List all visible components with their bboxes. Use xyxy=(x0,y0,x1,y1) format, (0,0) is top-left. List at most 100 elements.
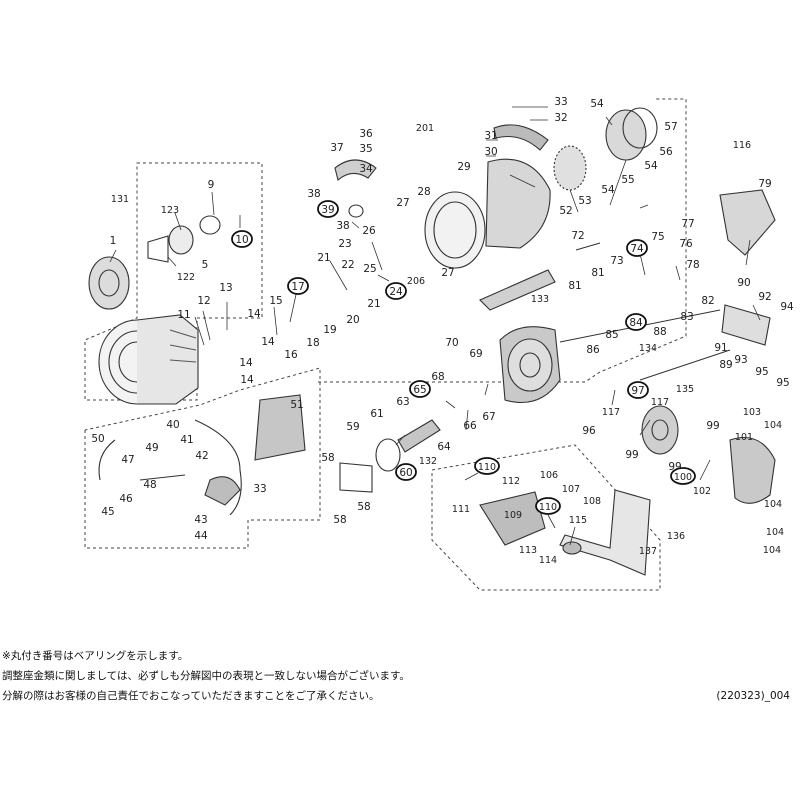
callout-number: 83 xyxy=(680,311,693,323)
callout-number: 51 xyxy=(290,399,303,411)
part-callout-77: 77 xyxy=(681,218,694,230)
bearing-ring xyxy=(231,230,253,248)
part-callout-14: 14 xyxy=(247,308,261,320)
callout-number: 27 xyxy=(396,197,409,209)
callout-number: 59 xyxy=(346,421,359,433)
part-callout-113: 113 xyxy=(519,545,537,556)
callout-number: 95 xyxy=(755,366,768,378)
part-callout-76: 76 xyxy=(679,238,693,250)
part-callout-95: 95 xyxy=(755,366,768,378)
part-callout-41: 41 xyxy=(180,434,193,446)
part-callout-122: 122 xyxy=(177,272,195,283)
part-callout-132: 132 xyxy=(419,456,437,467)
callout-number: 77 xyxy=(681,218,694,230)
callout-number: 85 xyxy=(605,329,618,341)
callout-number: 103 xyxy=(743,407,761,418)
part-callout-117: 117 xyxy=(651,397,669,408)
bearing-ring xyxy=(287,277,309,295)
callout-number: 54 xyxy=(644,160,658,172)
callout-number: 78 xyxy=(686,259,699,271)
callout-number: 35 xyxy=(359,143,372,155)
part-callout-9: 9 xyxy=(208,179,215,191)
handle-assembly-frame xyxy=(431,444,661,591)
part-callout-27: 27 xyxy=(396,197,409,209)
callout-number: 134 xyxy=(639,343,657,354)
part-callout-23: 23 xyxy=(338,238,351,250)
part-callout-92: 92 xyxy=(758,291,771,303)
part-callout-112: 112 xyxy=(502,476,520,487)
callout-number: 73 xyxy=(610,255,623,267)
callout-number: 38 xyxy=(307,188,320,200)
callout-number: 70 xyxy=(445,337,458,349)
part-callout-91: 91 xyxy=(714,342,727,354)
part-callout-54: 54 xyxy=(590,98,604,110)
part-callout-21: 21 xyxy=(317,252,330,264)
bearing-callout-60: 60 xyxy=(395,463,417,481)
callout-number: 117 xyxy=(651,397,669,408)
callout-number: 53 xyxy=(578,195,591,207)
part-callout-106: 106 xyxy=(540,470,558,481)
shim-note: 調整座金類に関しましては、必ずしも分解図中の表現と一致しない場合がございます。 xyxy=(2,670,410,682)
callout-number: 131 xyxy=(111,194,129,205)
part-callout-79: 79 xyxy=(758,178,771,190)
part-callout-83: 83 xyxy=(680,311,693,323)
callout-number: 104 xyxy=(764,420,782,431)
part-callout-111: 111 xyxy=(452,504,470,515)
bearing-ring xyxy=(626,239,648,257)
part-callout-99: 99 xyxy=(625,449,638,461)
callout-number: 49 xyxy=(145,442,158,454)
part-callout-64: 64 xyxy=(437,441,451,453)
bearing-callout-97: 97 xyxy=(627,381,649,399)
callout-number: 114 xyxy=(539,555,557,566)
bearing-callout-39: 39 xyxy=(317,200,339,218)
part-callout-103: 103 xyxy=(743,407,761,418)
callout-number: 58 xyxy=(333,514,346,526)
part-callout-96: 96 xyxy=(582,425,596,437)
part-callout-88: 88 xyxy=(653,326,666,338)
callout-number: 89 xyxy=(719,359,732,371)
part-callout-14: 14 xyxy=(240,374,254,386)
callout-number: 19 xyxy=(323,324,336,336)
part-callout-133: 133 xyxy=(531,294,549,305)
part-callout-57: 57 xyxy=(664,121,677,133)
callout-number: 11 xyxy=(177,309,190,321)
callout-number: 48 xyxy=(143,479,156,491)
callout-number: 17 xyxy=(291,281,304,293)
callout-number: 21 xyxy=(317,252,330,264)
callout-number: 100 xyxy=(674,472,692,483)
part-callout-58: 58 xyxy=(333,514,346,526)
part-callout-115: 115 xyxy=(569,515,587,526)
bail-assembly-frame xyxy=(84,367,321,549)
callout-number: 28 xyxy=(417,186,430,198)
part-callout-75: 75 xyxy=(651,231,664,243)
part-callout-86: 86 xyxy=(586,344,600,356)
part-callout-44: 44 xyxy=(194,530,208,542)
callout-number: 63 xyxy=(396,396,409,408)
part-callout-28: 28 xyxy=(417,186,430,198)
bearing-ring xyxy=(474,457,500,475)
callout-number: 55 xyxy=(621,174,634,186)
callout-number: 104 xyxy=(766,527,784,538)
callout-number: 74 xyxy=(630,243,644,255)
callout-number: 75 xyxy=(651,231,664,243)
callout-number: 66 xyxy=(463,420,477,432)
bearing-ring xyxy=(670,467,696,485)
part-callout-70: 70 xyxy=(445,337,458,349)
callout-number: 206 xyxy=(407,276,425,287)
part-callout-35: 35 xyxy=(359,143,372,155)
callout-number: 38 xyxy=(336,220,349,232)
part-callout-117: 117 xyxy=(602,407,620,418)
part-callout-31: 31 xyxy=(484,130,497,142)
callout-number: 14 xyxy=(261,336,275,348)
part-callout-30: 30 xyxy=(484,146,497,158)
callout-number: 106 xyxy=(540,470,558,481)
rotor-drawing xyxy=(334,107,658,404)
callout-number: 81 xyxy=(591,267,604,279)
callout-number: 81 xyxy=(568,280,581,292)
shafts xyxy=(139,242,731,481)
callout-number: 25 xyxy=(363,263,376,275)
callout-number: 37 xyxy=(330,142,343,154)
part-callout-89: 89 xyxy=(719,359,732,371)
bearing-ring xyxy=(409,380,431,398)
callout-number: 201 xyxy=(416,123,434,134)
